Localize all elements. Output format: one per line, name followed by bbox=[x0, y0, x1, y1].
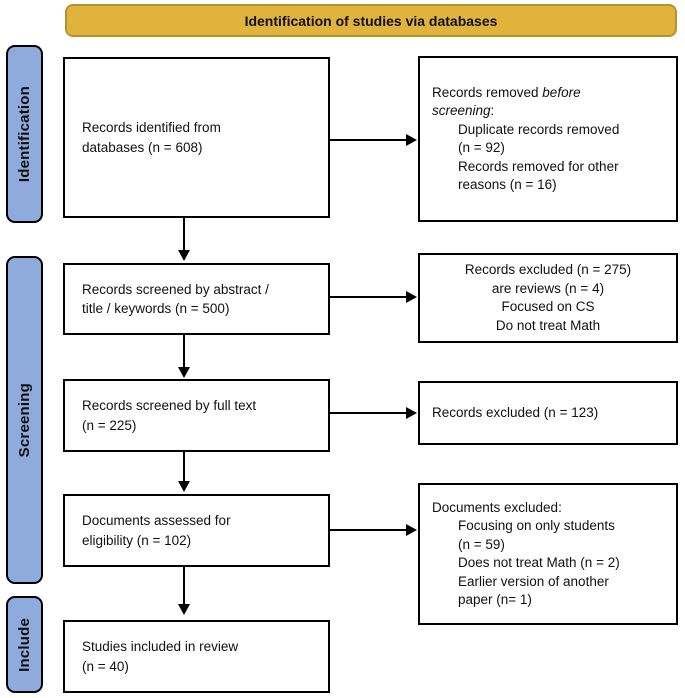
exclusion-box-documents-excluded: Documents excluded: Focusing on only stu… bbox=[418, 483, 678, 625]
arrow-right-3-head bbox=[406, 407, 417, 419]
box-text-line: (n = 92) bbox=[458, 140, 505, 155]
box-text-line: reasons (n = 16) bbox=[458, 177, 557, 192]
box-text-line: Records screened by full text bbox=[82, 398, 257, 413]
text-segment: : bbox=[490, 103, 495, 118]
box-text-line: Records identified from bbox=[82, 120, 221, 135]
box-text-line: are reviews (n = 4) bbox=[491, 280, 605, 296]
stage-label-screening: Screening bbox=[16, 382, 33, 458]
box-text-line: paper (n= 1) bbox=[458, 592, 532, 607]
stage-label-include: Include bbox=[16, 617, 33, 672]
exclusion-box-removed-before-screening: Records removed before screening: Duplic… bbox=[418, 56, 678, 222]
box-text-line: Records excluded (n = 275) bbox=[464, 262, 632, 277]
box-text-line: Focused on CS bbox=[501, 299, 595, 314]
box-text-line: eligibility (n = 102) bbox=[82, 532, 192, 548]
arrow-down-1 bbox=[183, 218, 185, 252]
box-text-line: Records screened by abstract / bbox=[82, 281, 269, 297]
arrow-down-2-head bbox=[178, 367, 190, 378]
box-text-line: Records removed before bbox=[432, 84, 670, 103]
arrow-right-2-head bbox=[406, 291, 417, 303]
flow-box-screened-fulltext: Records screened by full text (n = 225) bbox=[63, 379, 330, 452]
arrow-right-1-head bbox=[406, 134, 417, 146]
box-text-line: Does not treat Math (n = 2) bbox=[458, 555, 620, 570]
stage-bar-identification: Identification bbox=[6, 45, 43, 223]
text-segment-italic: before bbox=[542, 84, 581, 100]
text-segment: Records removed bbox=[432, 84, 543, 100]
arrow-down-4 bbox=[183, 567, 185, 606]
arrow-down-1-head bbox=[178, 250, 190, 261]
box-text-line: Records removed for other bbox=[458, 158, 619, 174]
box-text-line: screening: bbox=[432, 102, 670, 121]
box-text-line: Do not treat Math bbox=[495, 317, 601, 333]
arrow-down-3 bbox=[183, 452, 185, 483]
flow-box-studies-included: Studies included in review (n = 40) bbox=[63, 620, 330, 693]
box-text-line: title / keywords (n = 500) bbox=[82, 301, 230, 316]
box-text-line: Documents excluded: bbox=[432, 499, 562, 515]
arrow-right-2 bbox=[330, 296, 406, 298]
box-text-line: (n = 59) bbox=[458, 536, 505, 552]
arrow-down-4-head bbox=[178, 604, 190, 615]
box-text-line: Earlier version of another bbox=[458, 573, 609, 589]
stage-bar-screening: Screening bbox=[6, 256, 43, 584]
flow-box-assessed-eligibility: Documents assessed for eligibility (n = … bbox=[63, 494, 330, 567]
stage-label-identification: Identification bbox=[16, 85, 33, 183]
arrow-down-2 bbox=[183, 335, 185, 369]
flow-box-screened-abstract: Records screened by abstract / title / k… bbox=[63, 263, 330, 335]
box-text-line: databases (n = 608) bbox=[82, 139, 203, 155]
box-text-line: Duplicate records removed bbox=[458, 121, 620, 137]
box-text-line: Focusing on only students bbox=[458, 518, 615, 533]
title-banner-label: Identification of studies via databases bbox=[244, 12, 498, 29]
arrow-right-4 bbox=[330, 529, 406, 531]
box-text-line: (n = 225) bbox=[82, 417, 137, 433]
flow-box-records-identified: Records identified from databases (n = 6… bbox=[63, 57, 330, 218]
arrow-right-4-head bbox=[406, 524, 417, 536]
box-text-line: (n = 40) bbox=[82, 658, 129, 674]
title-banner: Identification of studies via databases bbox=[65, 4, 677, 37]
arrow-down-3-head bbox=[178, 481, 190, 492]
box-text-line: Studies included in review bbox=[82, 639, 239, 654]
arrow-right-3 bbox=[330, 412, 406, 414]
box-text-line: Documents assessed for bbox=[82, 513, 231, 528]
arrow-right-1 bbox=[330, 139, 406, 141]
box-text-line: Records excluded (n = 123) bbox=[432, 404, 599, 420]
text-segment-italic: screening bbox=[432, 103, 491, 118]
stage-bar-include: Include bbox=[6, 596, 43, 693]
exclusion-box-records-excluded-fulltext: Records excluded (n = 123) bbox=[418, 381, 678, 445]
exclusion-box-records-excluded-screening: Records excluded (n = 275) are reviews (… bbox=[418, 253, 678, 343]
